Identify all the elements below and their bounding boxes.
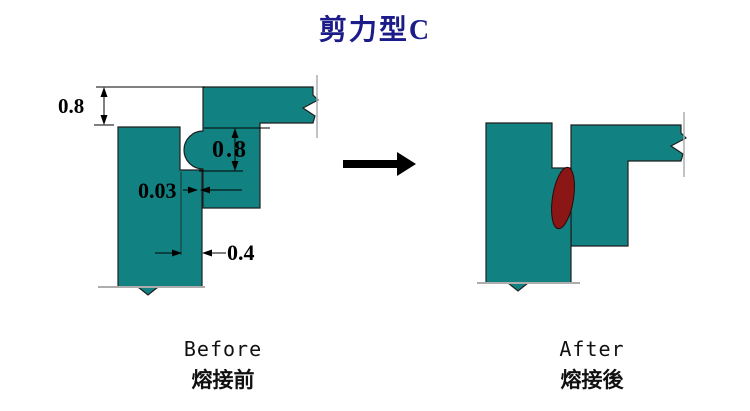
before-figure [94,75,319,296]
dim-label-root-gap: 0.03 [138,178,177,203]
before-caption: Before 熔接前 [158,337,288,394]
dim-label-plate-offset: 0.8 [58,94,85,118]
transition-arrow-icon [343,152,416,176]
dim-label-groove-height: 0.8 [212,137,248,163]
before-dim-plate-offset [94,86,205,126]
after-figure [477,112,687,292]
before-dim-root-gap [183,186,242,194]
before-dim-groove-height [199,127,270,172]
after-caption-zh: 熔接後 [560,368,624,392]
before-dim-overlap [155,172,226,257]
before-right-plate [183,86,319,209]
weld-bead [551,166,575,230]
after-caption: After 熔接後 [527,337,657,394]
dim-label-overlap: 0.4 [227,240,255,265]
before-caption-en: Before [183,337,263,361]
page-title: 剪力型C [318,15,432,46]
after-caption-en: After [559,337,625,361]
before-caption-zh: 熔接前 [191,368,255,392]
